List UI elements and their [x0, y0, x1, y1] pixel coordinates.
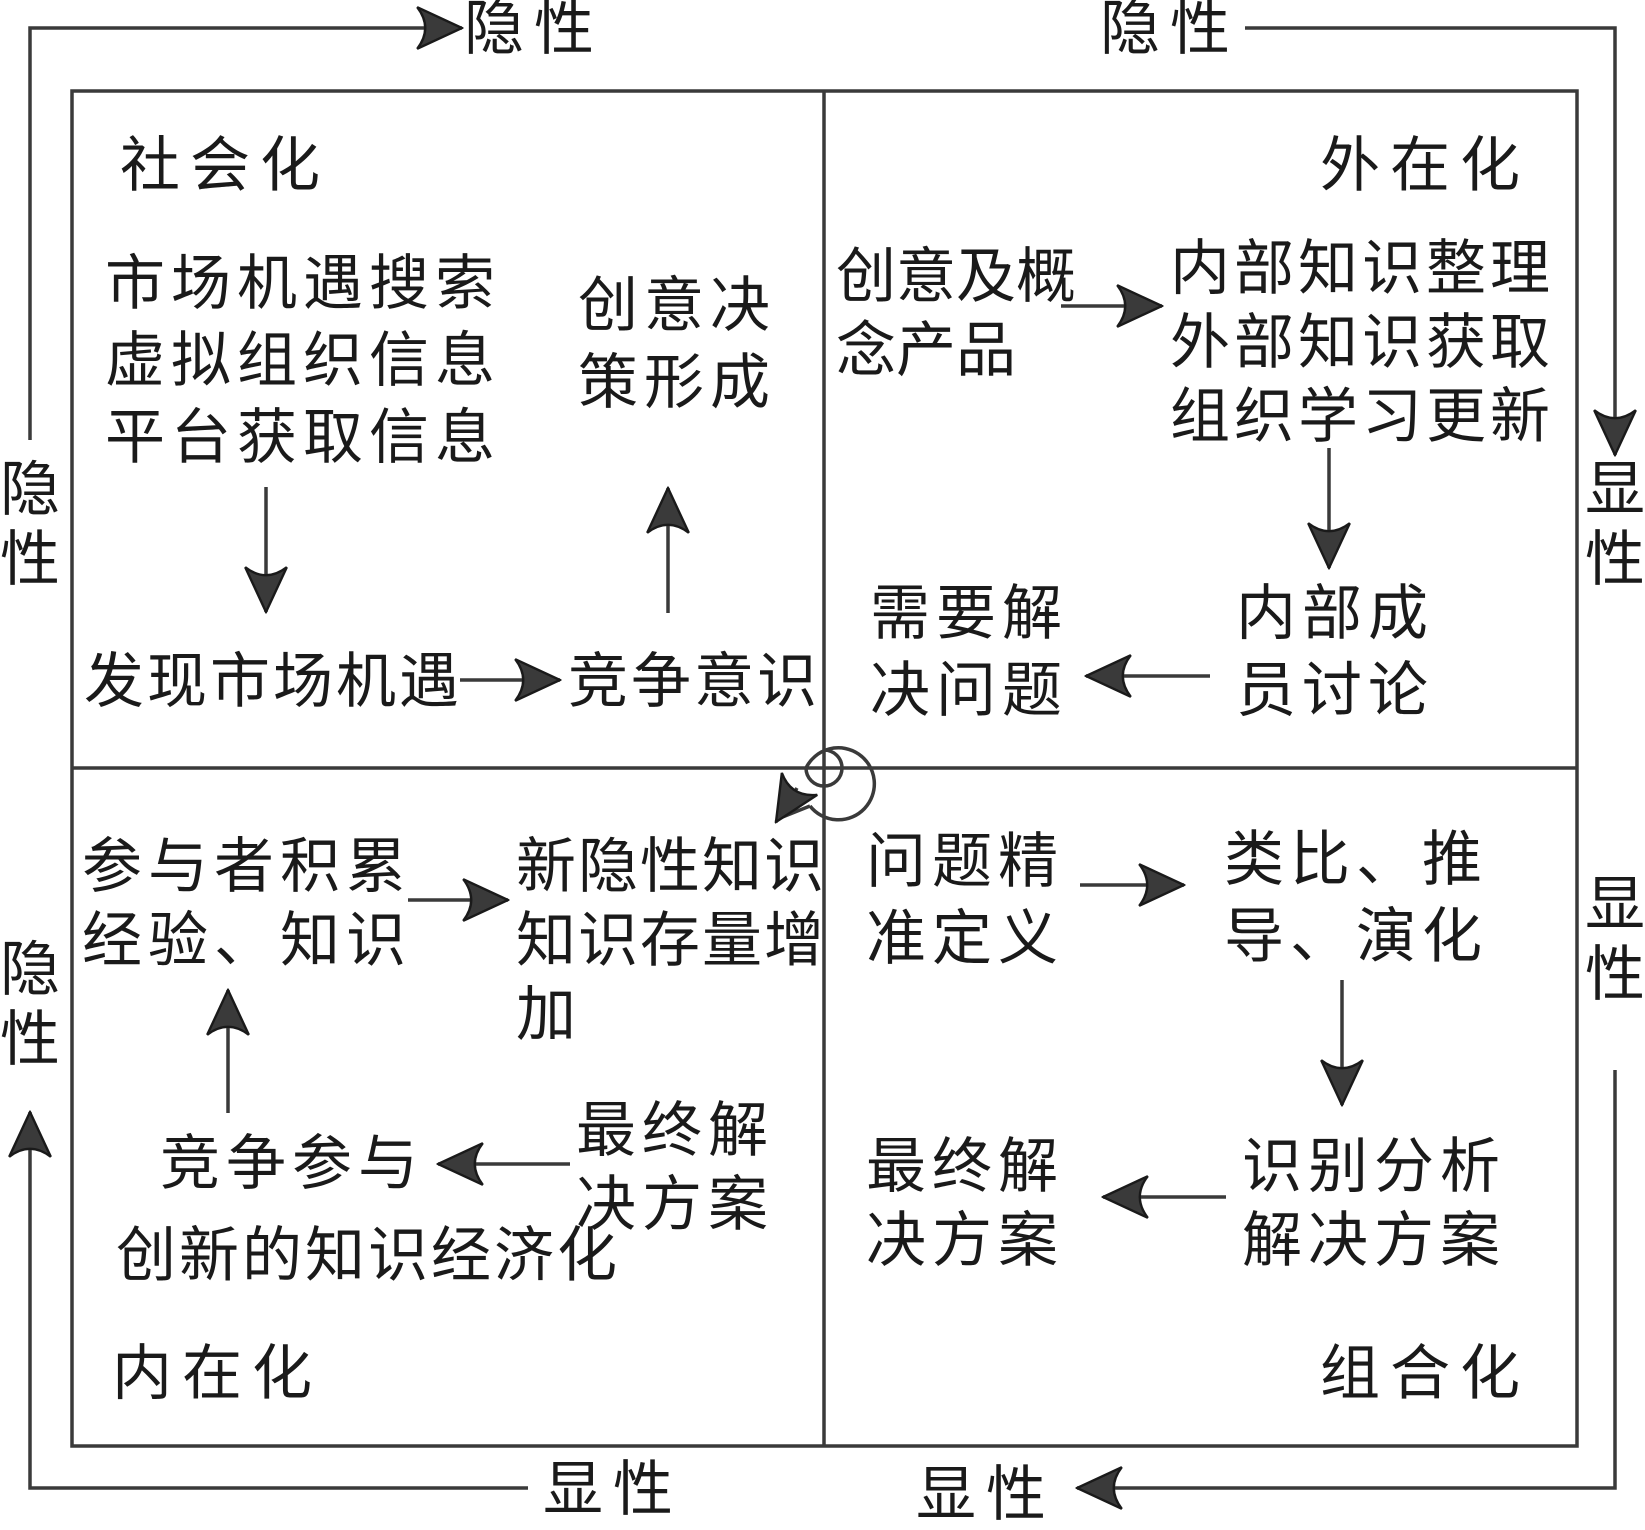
node-competitive-awareness: 竞争意识: [568, 647, 820, 717]
quadrant-title-internalization: 内在化: [112, 1339, 322, 1409]
node-final-solution-combination: 最终解 决方案: [866, 1132, 1064, 1276]
edge-label-right-top: 显 性: [1585, 455, 1645, 595]
node-knowledge-economization: 创新的知识经济化: [116, 1221, 620, 1291]
spiral-icon: [779, 746, 877, 822]
cycle-arrow-top-right: [1245, 26, 1615, 455]
edge-label-bottom-right: 显性: [916, 1460, 1056, 1530]
node-identify-solutions: 识别分析 解决方案: [1242, 1132, 1506, 1276]
node-market-search: 市场机遇搜索 虚拟组织信息 平台获取信息: [105, 249, 501, 473]
node-problem-to-solve: 需要解 决问题: [870, 579, 1068, 726]
node-creative-decision: 创意决 策形成: [578, 271, 776, 418]
edge-label-bottom-left: 显性: [543, 1455, 683, 1525]
cycle-arrow-bottom-left: [30, 1112, 528, 1490]
node-precise-definition: 问题精 准定义: [866, 827, 1064, 974]
edge-label-left-bottom: 隐 性: [0, 935, 60, 1075]
spiral-arrow: [776, 788, 797, 822]
cycle-arrow-bottom-right: [1077, 1070, 1617, 1488]
node-analogy-derivation: 类比、推 导、演化: [1224, 825, 1488, 972]
edge-label-left-top: 隐 性: [0, 455, 60, 595]
edge-label-right-bottom: 显 性: [1585, 870, 1645, 1010]
edge-label-top-right: 隐性: [1100, 0, 1240, 64]
node-knowledge-processing: 内部知识整理 外部知识获取 组织学习更新: [1170, 234, 1554, 452]
node-internal-discussion: 内部成 员讨论: [1236, 579, 1434, 726]
quadrant-title-externalization: 外在化: [1320, 131, 1530, 201]
quadrant-title-socialization: 社会化: [120, 131, 330, 201]
quadrant-title-combination: 组合化: [1320, 1339, 1530, 1409]
node-new-tacit-knowledge: 新隐性知识 知识存量增 加: [516, 832, 826, 1050]
cycle-arrow-top-left: [28, 28, 462, 440]
edge-label-top-left: 隐性: [464, 0, 604, 64]
node-final-solution-internalization: 最终解 决方案: [576, 1096, 774, 1240]
node-discover-opportunity: 发现市场机遇: [84, 647, 462, 717]
node-accumulate-experience: 参与者积累 经验、知识: [82, 832, 412, 976]
node-competitive-participation: 竞争参与: [160, 1129, 424, 1199]
node-creative-concept: 创意及概 念产品: [836, 242, 1076, 386]
